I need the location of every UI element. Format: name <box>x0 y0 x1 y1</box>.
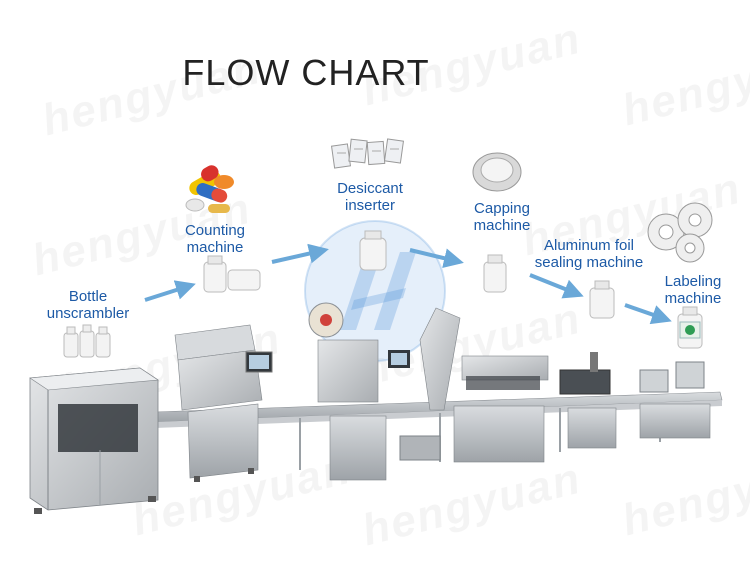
label-line: Counting <box>184 222 246 239</box>
capsules-icon <box>185 165 234 213</box>
flow-arrow <box>144 280 196 302</box>
label-line: Bottle <box>68 288 108 305</box>
label-line: Aluminum foil <box>543 237 635 254</box>
flow-arrow <box>529 273 584 299</box>
flow-arrow <box>624 303 672 325</box>
capping-machine <box>399 307 549 463</box>
step-label-labeling-machine: Labeling machine <box>652 273 734 307</box>
step-label-aluminum-foil-sealing-machine: Aluminum foil sealing machine <box>527 237 651 271</box>
aluminum-foil-sealing-machine <box>559 352 617 449</box>
label-line: machine <box>664 290 722 307</box>
desiccant-inserter-machine <box>308 302 410 481</box>
bottle-icon <box>483 254 507 293</box>
label-line: sealing machine <box>534 254 644 271</box>
label-line: unscrambler <box>46 305 130 322</box>
labeling-machine <box>639 361 711 439</box>
step-label-bottle-unscrambler: Bottle unscrambler <box>40 288 136 322</box>
bottle-unscrambler-machine <box>29 367 159 514</box>
step-label-capping-machine: Capping machine <box>460 200 544 234</box>
desiccant-packets-icon <box>330 138 405 169</box>
bottle-icon <box>589 280 615 319</box>
bottle-icon <box>203 255 261 293</box>
step-label-desiccant-inserter: Desiccant inserter <box>326 180 414 214</box>
flow-arrow <box>409 248 464 268</box>
bottle-cap-icon <box>472 152 522 192</box>
page-title: FLOW CHART <box>182 52 430 93</box>
step-label-counting-machine: Counting machine <box>170 222 260 256</box>
label-line: machine <box>473 217 531 234</box>
bottle-icon <box>359 230 387 271</box>
label-rolls-icon <box>647 202 713 263</box>
label-line: machine <box>186 239 244 256</box>
label-line: Capping <box>474 200 530 217</box>
counting-machine <box>174 324 273 482</box>
bottle-group-icon <box>63 324 111 358</box>
labeled-bottle-icon <box>677 306 703 349</box>
flow-arrow <box>271 243 329 264</box>
label-line: inserter <box>344 197 396 214</box>
label-line: Labeling <box>664 273 722 290</box>
label-line: Desiccant <box>337 180 403 197</box>
